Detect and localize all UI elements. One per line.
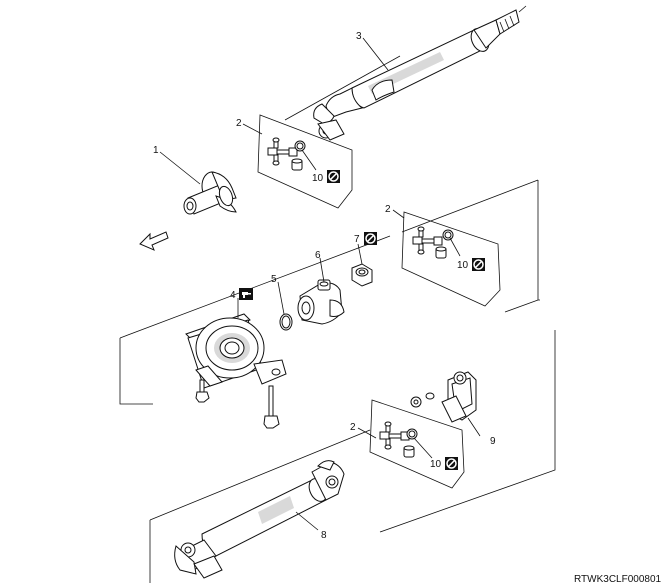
part-3-driveshaft-upper — [313, 5, 527, 141]
figure-code: RTWK3CLF000801 — [574, 574, 661, 585]
part-6-flange-yoke — [297, 279, 345, 325]
part-1-slip-yoke — [183, 171, 237, 215]
callout-labels: 1 2 2 2 3 4 5 6 7 8 9 10 10 10 — [153, 31, 496, 541]
part-7-nut — [351, 263, 373, 287]
part-8-driveshaft-lower — [174, 460, 345, 579]
callout-7: 7 — [354, 234, 360, 245]
prohibition-circle-icon — [472, 258, 485, 271]
part-2-universal-joint-kit-top — [257, 114, 353, 209]
callout-9: 9 — [490, 436, 496, 447]
prohibition-circle-icon — [445, 457, 458, 470]
callout-10-top: 10 — [312, 173, 324, 184]
group-boundary-lines — [119, 55, 556, 583]
part-2-universal-joint-kit-lower — [369, 399, 465, 489]
callout-3: 3 — [356, 31, 362, 42]
callout-2-middle: 2 — [385, 204, 391, 215]
callout-10-middle: 10 — [457, 260, 469, 271]
callout-2-lower: 2 — [350, 422, 356, 433]
front-arrow-icon — [139, 231, 169, 251]
callout-4: 4 — [230, 290, 236, 301]
prohibition-circle-icon — [364, 232, 377, 245]
part-4-center-bearing — [185, 313, 287, 389]
prohibition-circle-icon — [327, 170, 340, 183]
part-5-o-ring — [279, 313, 293, 331]
grease-gun-icon — [239, 288, 253, 300]
callout-8: 8 — [321, 530, 327, 541]
callout-1: 1 — [153, 145, 159, 156]
center-bearing-bolts — [195, 379, 280, 429]
part-2-universal-joint-kit-middle — [401, 211, 501, 307]
leader-lines — [159, 37, 481, 531]
callout-6: 6 — [315, 250, 321, 261]
callout-5: 5 — [271, 274, 277, 285]
callout-10-lower: 10 — [430, 459, 442, 470]
callout-2-top: 2 — [236, 118, 242, 129]
part-9-flange — [410, 371, 477, 423]
